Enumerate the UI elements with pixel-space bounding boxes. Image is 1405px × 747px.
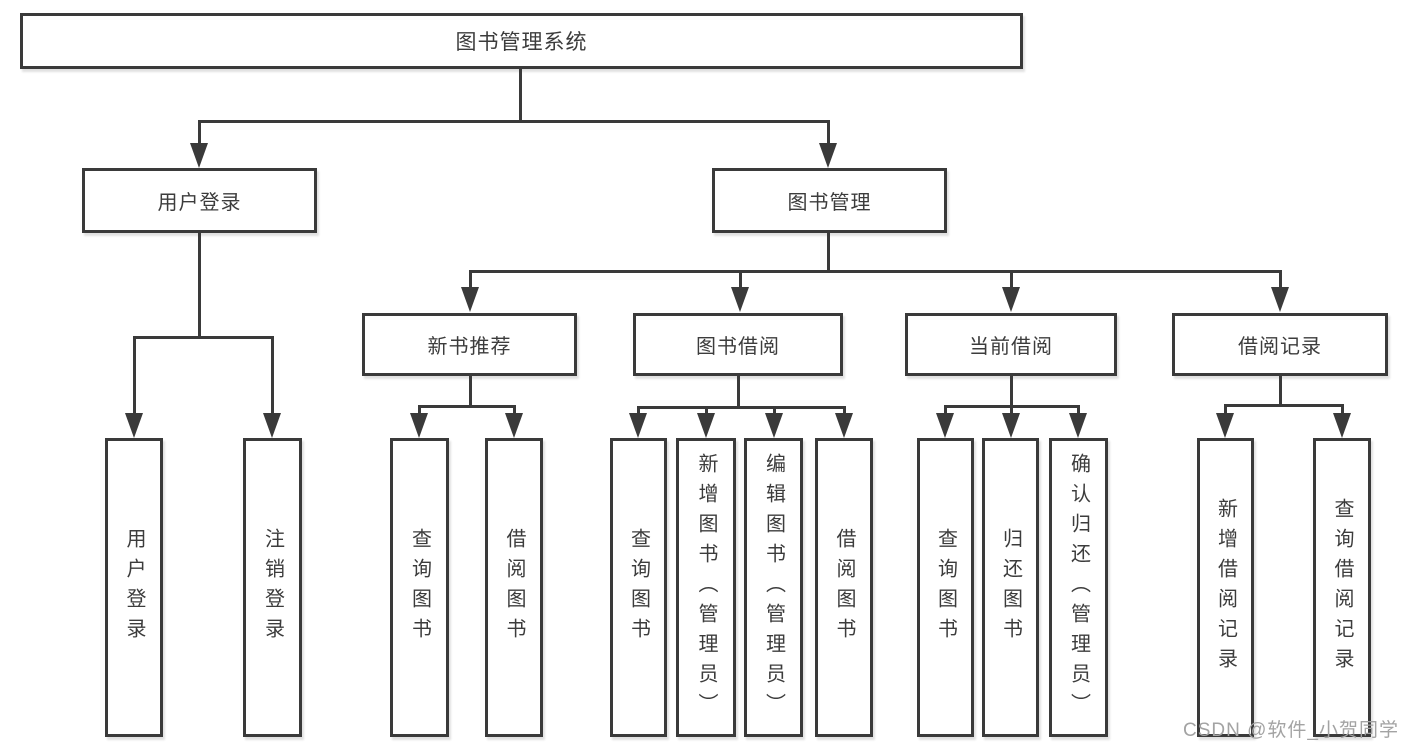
arrow-down-icon bbox=[765, 413, 783, 438]
node-label: 借阅记录 bbox=[1238, 336, 1322, 358]
arrow-down-icon bbox=[1002, 413, 1020, 438]
arrow-down-icon bbox=[1216, 413, 1234, 438]
arrow-down-icon bbox=[410, 413, 428, 438]
connector-line bbox=[513, 405, 516, 418]
node-label: 编辑图书（管理员） bbox=[762, 452, 785, 723]
leaf-edit-books-admin: 编辑图书（管理员） bbox=[744, 438, 803, 737]
arrow-down-icon bbox=[731, 287, 749, 312]
node-label: 图书借阅 bbox=[696, 336, 780, 358]
node-label: 查询图书 bbox=[934, 527, 957, 648]
node-label: 确认归还（管理员） bbox=[1067, 452, 1090, 723]
node-book-management: 图书管理 bbox=[712, 168, 947, 233]
arrow-down-icon bbox=[1333, 413, 1351, 438]
connector-line bbox=[519, 69, 522, 122]
leaf-confirm-return-admin: 确认归还（管理员） bbox=[1049, 438, 1108, 737]
arrow-down-icon bbox=[1069, 413, 1087, 438]
node-book-borrowing: 图书借阅 bbox=[633, 313, 843, 376]
arrow-down-icon bbox=[461, 287, 479, 312]
connector-line bbox=[1279, 376, 1282, 407]
connector-line bbox=[198, 233, 201, 339]
connector-line bbox=[469, 270, 472, 292]
node-user-login: 用户登录 bbox=[82, 168, 317, 233]
node-label: 查询图书 bbox=[408, 527, 431, 648]
connector-line bbox=[1341, 404, 1344, 418]
connector-line bbox=[944, 405, 947, 418]
leaf-query-borrow-record: 查询借阅记录 bbox=[1313, 438, 1371, 737]
leaf-add-books-admin: 新增图书（管理员） bbox=[676, 438, 736, 737]
node-label: 图书管理 bbox=[787, 192, 872, 214]
arrow-down-icon bbox=[263, 413, 281, 438]
connector-line bbox=[1224, 404, 1227, 418]
arrow-down-icon bbox=[125, 413, 143, 438]
node-label: 注销登录 bbox=[261, 527, 284, 648]
node-label: 图书管理系统 bbox=[455, 31, 588, 54]
connector-line bbox=[271, 336, 274, 417]
connector-line bbox=[773, 406, 776, 418]
connector-line bbox=[1279, 270, 1282, 292]
node-label: 用户登录 bbox=[157, 192, 242, 214]
arrow-down-icon bbox=[697, 413, 715, 438]
connector-line bbox=[827, 233, 830, 272]
node-label: 用户登录 bbox=[123, 527, 145, 648]
arrow-down-icon bbox=[936, 413, 954, 438]
connector-line bbox=[418, 405, 516, 408]
node-label: 新增借阅记录 bbox=[1214, 497, 1237, 678]
connector-line bbox=[1224, 404, 1344, 407]
csdn-watermark: CSDN @软件_小贺同学 bbox=[1183, 720, 1399, 741]
leaf-query-books-current: 查询图书 bbox=[917, 438, 974, 737]
connector-line bbox=[739, 270, 742, 292]
leaf-add-borrow-record: 新增借阅记录 bbox=[1197, 438, 1254, 737]
connector-line bbox=[1010, 270, 1013, 292]
arrow-down-icon bbox=[1002, 287, 1020, 312]
node-new-book-recommend: 新书推荐 bbox=[362, 313, 577, 376]
node-label: 查询图书 bbox=[627, 527, 650, 648]
node-label: 归还图书 bbox=[999, 527, 1022, 648]
connector-line bbox=[133, 336, 274, 339]
arrow-down-icon bbox=[1271, 287, 1289, 312]
node-library-management-system: 图书管理系统 bbox=[20, 13, 1023, 69]
leaf-borrow-books-recommend: 借阅图书 bbox=[485, 438, 543, 737]
node-label: 查询借阅记录 bbox=[1331, 497, 1353, 678]
leaf-return-books: 归还图书 bbox=[982, 438, 1039, 737]
connector-line bbox=[198, 120, 201, 148]
node-label: 新书推荐 bbox=[427, 336, 512, 358]
connector-line bbox=[198, 120, 830, 123]
node-borrowing-records: 借阅记录 bbox=[1172, 313, 1388, 376]
connector-line bbox=[637, 406, 640, 418]
connector-line bbox=[1010, 405, 1013, 418]
connector-line bbox=[1077, 405, 1080, 418]
node-label: 借阅图书 bbox=[503, 527, 525, 648]
connector-line bbox=[469, 270, 1282, 273]
connector-line bbox=[827, 120, 830, 148]
connector-line bbox=[133, 336, 136, 417]
leaf-query-books-recommend: 查询图书 bbox=[390, 438, 449, 737]
leaf-borrow-books: 借阅图书 bbox=[815, 438, 873, 737]
connector-line bbox=[737, 376, 740, 409]
node-current-borrowing: 当前借阅 bbox=[905, 313, 1117, 376]
connector-line bbox=[469, 376, 472, 408]
connector-line bbox=[418, 405, 421, 418]
connector-line bbox=[637, 406, 846, 409]
leaf-user-login: 用户登录 bbox=[105, 438, 163, 737]
arrow-down-icon bbox=[505, 413, 523, 438]
arrow-down-icon bbox=[835, 413, 853, 438]
leaf-query-books-borrowing: 查询图书 bbox=[610, 438, 667, 737]
arrow-down-icon bbox=[819, 143, 837, 168]
connector-line bbox=[843, 406, 846, 418]
node-label: 新增图书（管理员） bbox=[695, 452, 717, 723]
leaf-logout: 注销登录 bbox=[243, 438, 302, 737]
node-label: 当前借阅 bbox=[969, 336, 1053, 358]
connector-line bbox=[705, 406, 708, 418]
arrow-down-icon bbox=[190, 143, 208, 168]
connector-line bbox=[1010, 376, 1013, 408]
node-label: 借阅图书 bbox=[833, 527, 855, 648]
arrow-down-icon bbox=[629, 413, 647, 438]
